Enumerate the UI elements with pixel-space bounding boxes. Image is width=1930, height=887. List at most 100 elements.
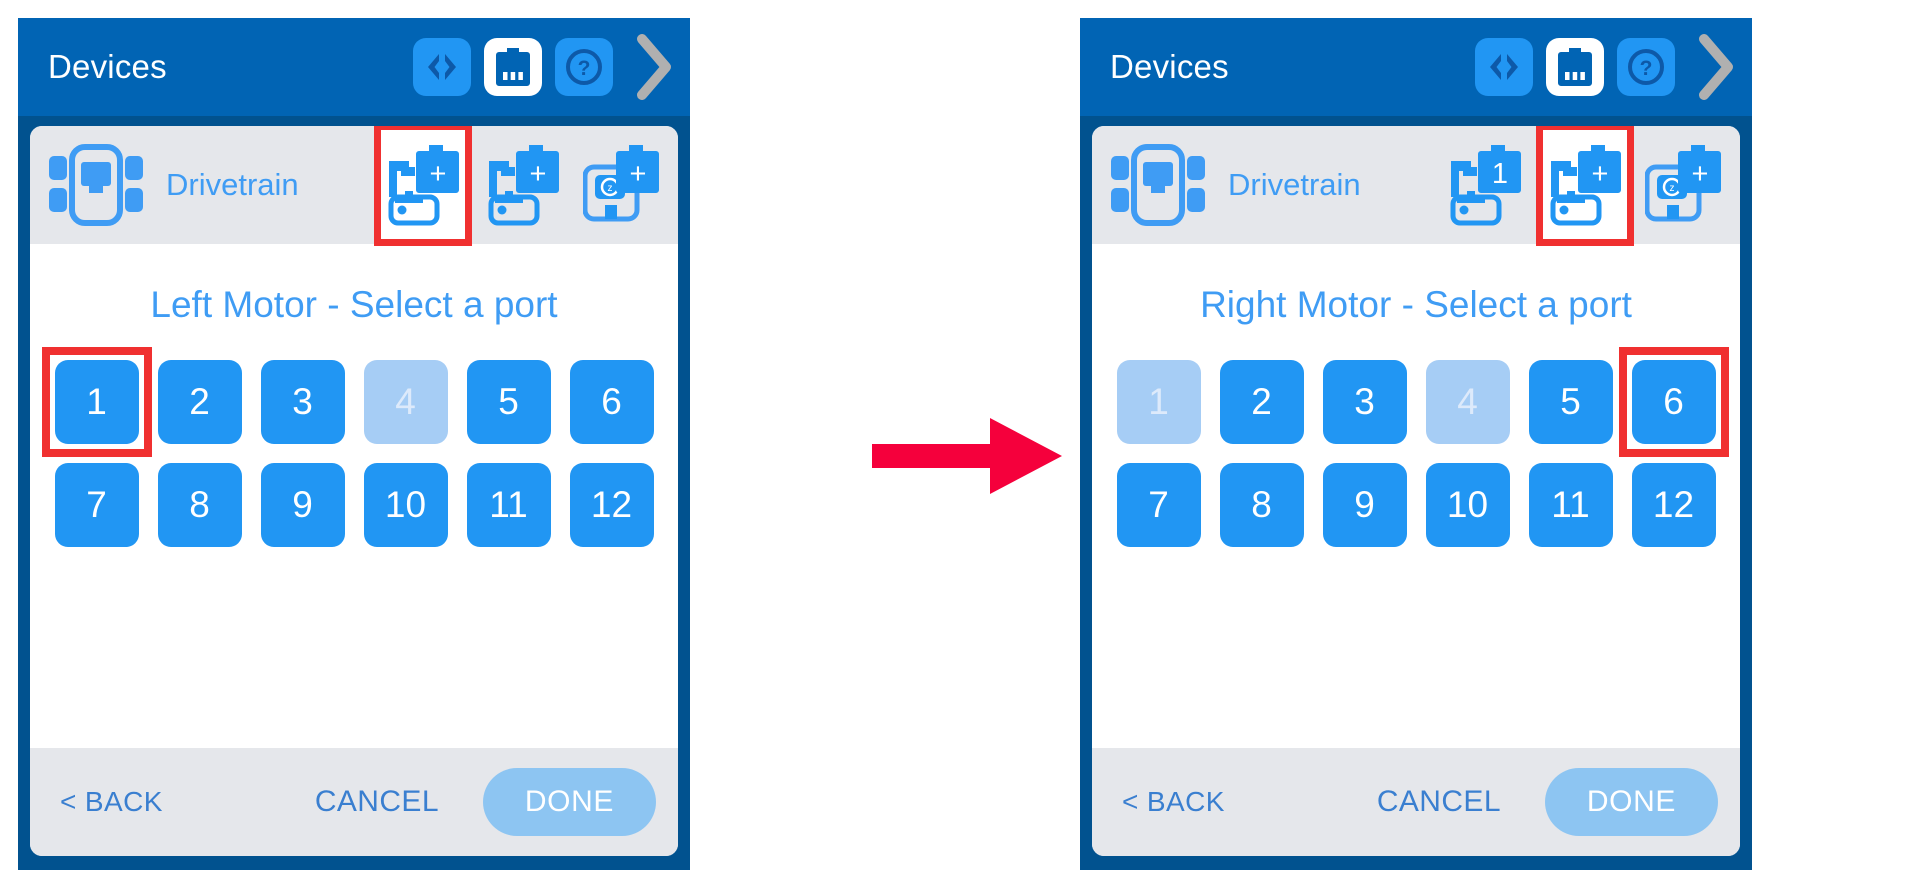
app-bar: Devices ? xyxy=(1080,18,1752,116)
chevron-right-glyph xyxy=(637,34,671,100)
left-motor-slot[interactable]: + xyxy=(374,126,472,246)
cancel-button[interactable]: CANCEL xyxy=(314,785,439,818)
port-button-7[interactable]: 7 xyxy=(1116,463,1201,547)
card-footer: < BACK CANCEL DONE xyxy=(30,748,678,856)
port-select-prompt: Right Motor - Select a port xyxy=(1200,284,1632,325)
drivetrain-icon xyxy=(1110,144,1206,226)
code-icon[interactable] xyxy=(1475,38,1533,96)
port-label: 8 xyxy=(1251,484,1272,525)
help-glyph: ? xyxy=(1628,49,1664,85)
port-button-6[interactable]: 6 xyxy=(569,360,654,444)
port-button-9[interactable]: 9 xyxy=(1322,463,1407,547)
svg-text:1: 1 xyxy=(1492,158,1508,190)
chevron-right-icon[interactable] xyxy=(630,34,678,100)
port-label: 10 xyxy=(384,484,427,525)
card-footer: < BACK CANCEL DONE xyxy=(1092,748,1740,856)
port-label: 2 xyxy=(1251,381,1272,422)
done-button[interactable]: DONE xyxy=(482,768,656,836)
chevron-right-icon[interactable] xyxy=(1692,34,1740,100)
right-motor-slot[interactable]: + xyxy=(474,126,572,244)
slot-glyph: + xyxy=(388,145,459,226)
drivetrain-icon xyxy=(48,144,144,226)
port-label: 2 xyxy=(189,381,210,422)
port-button-12[interactable]: 12 xyxy=(569,463,654,547)
battery-icon[interactable] xyxy=(1546,38,1604,96)
battery-icon[interactable] xyxy=(484,38,542,96)
port-button-10[interactable]: 10 xyxy=(1425,463,1510,547)
device-name: Drivetrain xyxy=(1228,167,1361,202)
battery-glyph xyxy=(496,48,530,86)
port-label: 6 xyxy=(1663,381,1684,422)
help-icon[interactable]: ? xyxy=(555,38,613,96)
port-select-prompt: Left Motor - Select a port xyxy=(150,284,558,325)
port-label: 1 xyxy=(86,381,107,422)
code-glyph xyxy=(428,54,456,80)
battery-glyph xyxy=(1558,48,1592,86)
svg-text:z: z xyxy=(608,183,613,194)
port-label: 5 xyxy=(1560,381,1581,422)
code-glyph xyxy=(1490,54,1518,80)
port-button-12[interactable]: 12 xyxy=(1631,463,1716,547)
port-label: 12 xyxy=(590,484,633,525)
device-row: Drivetrain + + z + xyxy=(30,126,678,246)
port-button-8[interactable]: 8 xyxy=(1219,463,1304,547)
port-button-10[interactable]: 10 xyxy=(363,463,448,547)
port-button-7[interactable]: 7 xyxy=(54,463,139,547)
device-card: Drivetrain 1 + z + Right Motor - Select … xyxy=(1092,126,1740,856)
port-label: 6 xyxy=(601,381,622,422)
port-button-5[interactable]: 5 xyxy=(1528,360,1613,444)
app-bar: Devices ? xyxy=(18,18,690,116)
port-button-11[interactable]: 11 xyxy=(1528,463,1613,547)
gyro-slot[interactable]: z + xyxy=(574,126,672,244)
port-label: 7 xyxy=(1148,484,1169,525)
port-button-3[interactable]: 3 xyxy=(1322,360,1407,444)
appbar-actions: ? xyxy=(413,34,684,100)
device-name: Drivetrain xyxy=(166,167,299,202)
device-slot-list: + + z + xyxy=(374,126,672,246)
slot-glyph: + xyxy=(488,145,559,226)
port-label: 3 xyxy=(1354,381,1375,422)
device-slot-list: 1 + z + xyxy=(1436,126,1734,246)
svg-text:+: + xyxy=(630,158,647,190)
svg-text:z: z xyxy=(1670,183,1675,194)
svg-text:?: ? xyxy=(578,57,591,80)
device-row: Drivetrain 1 + z + xyxy=(1092,126,1740,246)
svg-text:?: ? xyxy=(1640,57,1653,80)
port-button-3[interactable]: 3 xyxy=(260,360,345,444)
port-button-5[interactable]: 5 xyxy=(466,360,551,444)
port-label: 3 xyxy=(292,381,313,422)
port-label: 11 xyxy=(1551,484,1590,525)
back-button[interactable]: < BACK xyxy=(60,786,163,817)
slot-glyph: 1 xyxy=(1450,145,1521,226)
port-button-2[interactable]: 2 xyxy=(157,360,242,444)
step-arrow-icon xyxy=(872,418,1062,494)
port-button-8[interactable]: 8 xyxy=(157,463,242,547)
port-button-1: 1 xyxy=(1116,360,1201,444)
port-button-9[interactable]: 9 xyxy=(260,463,345,547)
slot-glyph: z + xyxy=(583,145,659,222)
port-label: 10 xyxy=(1446,484,1489,525)
drivetrain-glyph xyxy=(1111,144,1205,226)
done-button[interactable]: DONE xyxy=(1544,768,1718,836)
port-label: 9 xyxy=(1354,484,1375,525)
port-button-2[interactable]: 2 xyxy=(1219,360,1304,444)
right-panel: Devices ? Drivetrain 1 xyxy=(1080,18,1752,870)
port-label: 12 xyxy=(1652,484,1695,525)
left-motor-slot[interactable]: 1 xyxy=(1436,126,1534,244)
port-button-6[interactable]: 6 xyxy=(1618,347,1729,457)
back-button[interactable]: < BACK xyxy=(1122,786,1225,817)
port-button-1[interactable]: 1 xyxy=(41,347,152,457)
port-label: 8 xyxy=(189,484,210,525)
cancel-button[interactable]: CANCEL xyxy=(1376,785,1501,818)
help-icon[interactable]: ? xyxy=(1617,38,1675,96)
gyro-slot[interactable]: z + xyxy=(1636,126,1734,244)
code-icon[interactable] xyxy=(413,38,471,96)
chevron-right-glyph xyxy=(1699,34,1733,100)
right-motor-slot[interactable]: + xyxy=(1536,126,1634,246)
port-button-11[interactable]: 11 xyxy=(466,463,551,547)
port-label: 1 xyxy=(1148,381,1169,422)
